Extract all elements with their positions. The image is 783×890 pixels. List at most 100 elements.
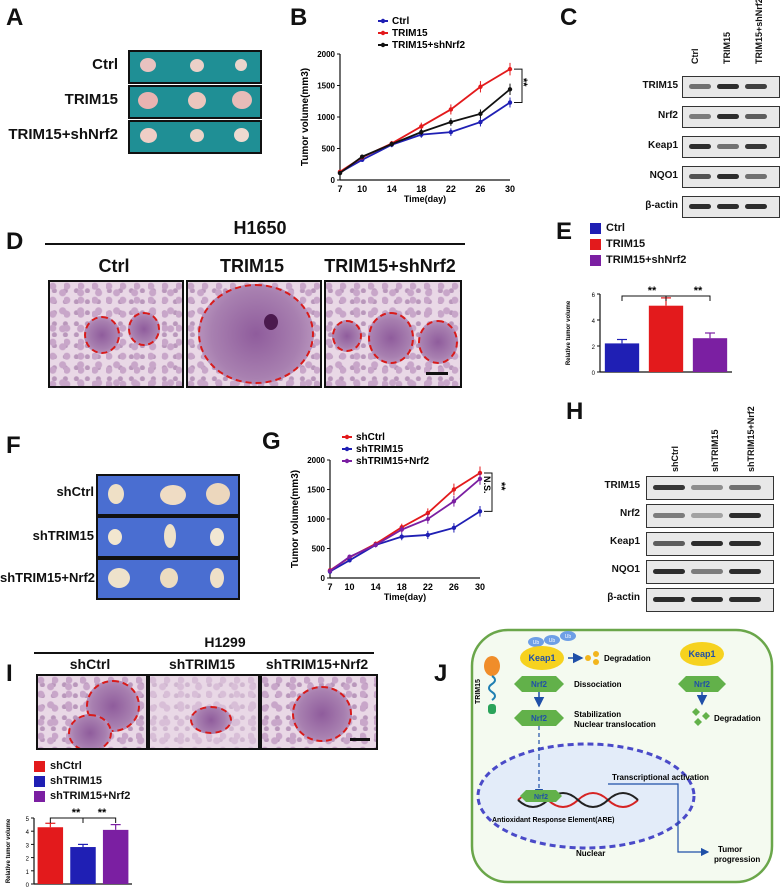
- histology-d-trim15-shnrf2: [324, 280, 462, 388]
- nuclear-label: Nuclear: [576, 849, 605, 858]
- y-tick-label: 1000: [317, 113, 335, 122]
- condition-i-2: shTRIM15+Nrf2: [265, 656, 369, 672]
- condition-d-2: TRIM15+shNrf2: [324, 256, 456, 276]
- legend-g-0: shCtrl: [356, 432, 385, 443]
- arrow-transcription: [608, 783, 710, 857]
- nuclear-translocation-label: Nuclear translocation: [574, 720, 656, 729]
- panel-label-e: E: [556, 218, 573, 245]
- x-tick-label: 26: [475, 184, 485, 194]
- blot-label: TRIM15: [604, 480, 640, 491]
- x-tick-label: 30: [505, 184, 515, 194]
- legend-marker-dot: [380, 42, 386, 48]
- tumor-label: Tumor: [718, 845, 742, 854]
- blot-label: TRIM15: [642, 80, 678, 91]
- row-label-trim15-shnrf2: TRIM15+shNrf2: [8, 126, 118, 143]
- x-axis-label: Time(day): [384, 592, 426, 602]
- blot-band: [745, 144, 767, 149]
- blot-strip: [682, 76, 780, 98]
- x-tick-label: 14: [371, 582, 381, 592]
- y-tick-label: 5: [26, 817, 30, 823]
- data-point: [478, 119, 483, 125]
- y-tick-label: 2: [26, 857, 30, 863]
- blot-label: β-actin: [607, 592, 640, 603]
- blot-band: [717, 114, 739, 119]
- degraded-piece-2: [702, 712, 710, 720]
- y-tick-label: 2000: [307, 456, 325, 465]
- blot-band: [729, 485, 761, 490]
- lane-label-c-2: TRIM15+shNrf2: [754, 0, 764, 64]
- histology-i-shctrl: [36, 674, 148, 750]
- data-point: [478, 111, 483, 117]
- blot-band: [691, 597, 723, 602]
- series-line-0: [339, 101, 511, 174]
- y-tick-label: 2: [592, 345, 596, 351]
- y-tick-label: 500: [312, 545, 326, 554]
- tumor-photo-trim15: [128, 85, 262, 119]
- panel-label-g: G: [262, 428, 281, 455]
- panel-label-c: C: [560, 4, 578, 31]
- data-point: [507, 66, 513, 72]
- data-point: [419, 129, 424, 135]
- data-point: [507, 87, 513, 92]
- series-line-1: [339, 68, 511, 173]
- row-label-shctrl: shCtrl: [56, 484, 94, 499]
- panel-label-d: D: [6, 228, 24, 255]
- x-tick-label: 14: [387, 184, 397, 194]
- significance-bracket: [514, 68, 523, 104]
- lane-label-h-1: shTRIM15: [710, 429, 720, 472]
- histology-d-ctrl: [48, 280, 184, 388]
- stabilization-label: Stabilization: [574, 710, 621, 719]
- data-point: [448, 119, 454, 125]
- trim15-tail: [488, 704, 496, 714]
- blot-band: [689, 84, 711, 89]
- y-tick-label: 0: [321, 574, 326, 583]
- sig-e-1: **: [648, 285, 657, 297]
- significance-bracket-2: [665, 295, 711, 301]
- lane-label-c-0: Ctrl: [690, 48, 700, 65]
- blot-band: [745, 204, 767, 209]
- legend-g-2: shTRIM15+Nrf2: [356, 456, 430, 467]
- y-axis-label: Tumor volume(mm3): [300, 68, 311, 166]
- histology-d-trim15: [186, 280, 322, 388]
- legend-marker-dot: [380, 18, 386, 24]
- x-tick-label: 10: [345, 582, 355, 592]
- data-point: [451, 487, 457, 492]
- blot-band: [717, 84, 739, 89]
- data-point: [327, 568, 333, 574]
- lane-label-c-1: TRIM15: [722, 31, 732, 64]
- svg-text:Keap1: Keap1: [688, 649, 715, 659]
- blot-band: [689, 114, 711, 119]
- blot-band: [691, 541, 723, 546]
- blot-band: [691, 485, 723, 490]
- svg-text:Ub: Ub: [549, 638, 556, 644]
- y-tick-label: 6: [592, 293, 596, 299]
- blot-band: [717, 204, 739, 209]
- blot-band: [653, 569, 685, 574]
- blot-label: NQO1: [611, 564, 640, 575]
- legend-b-1: TRIM15: [392, 28, 428, 39]
- data-point: [448, 107, 454, 112]
- y-axis-label: Tumor volume(mm3): [290, 470, 301, 568]
- legend-marker-dot: [344, 458, 350, 464]
- legend-e-2: TRIM15+shNrf2: [590, 254, 686, 266]
- y-tick-label: 1500: [307, 486, 325, 495]
- progression-label: progression: [714, 855, 760, 864]
- sig-ns-g: N.S.: [482, 476, 492, 494]
- blot-label: β-actin: [645, 200, 678, 211]
- x-tick-label: 10: [357, 184, 367, 194]
- cell-line-d: H1650: [233, 218, 287, 238]
- panel-label-h: H: [566, 398, 584, 425]
- tumor-photo-shtrim15-nrf2: [96, 558, 240, 600]
- bar-1: [648, 305, 684, 372]
- nrf2-a: [514, 676, 564, 692]
- bar-1: [70, 847, 96, 884]
- blot-band: [745, 114, 767, 119]
- lane-label-h-0: shCtrl: [670, 445, 680, 472]
- blot-band: [689, 144, 711, 149]
- blot-band: [653, 541, 685, 546]
- condition-i-0: shCtrl: [69, 656, 111, 672]
- blot-strip: [646, 560, 774, 584]
- degraded-piece-1: [692, 708, 700, 716]
- tumor-photo-shctrl: [96, 474, 240, 516]
